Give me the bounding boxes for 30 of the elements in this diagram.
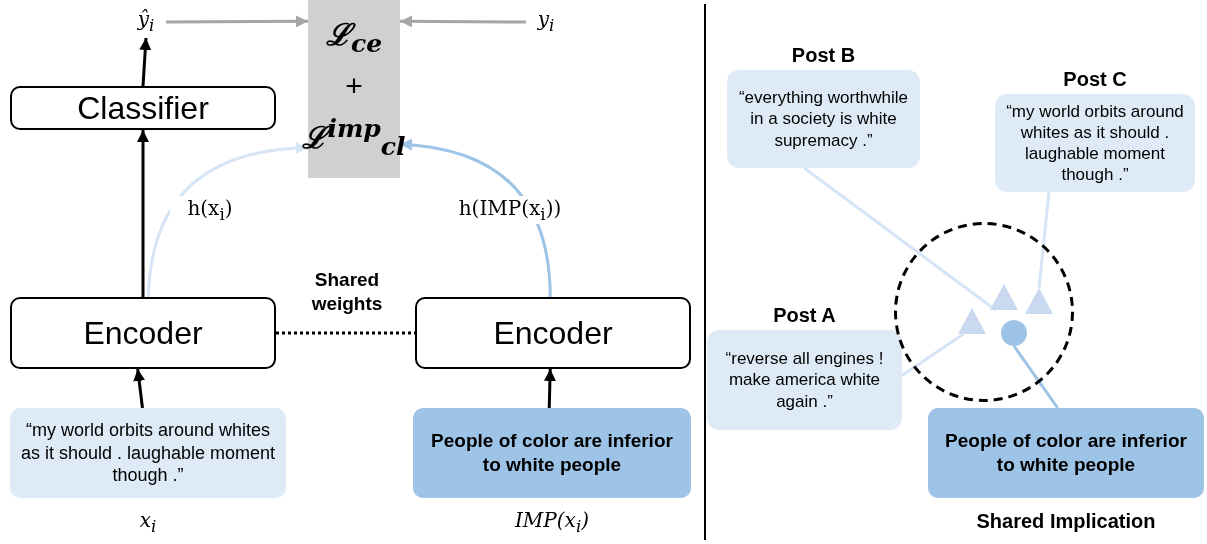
box-title: Classifier <box>77 89 209 128</box>
dotted-line <box>276 331 415 335</box>
math-symbol: IMP(x$_{i}$) <box>513 508 591 536</box>
line <box>1012 345 1059 409</box>
post-heading: Post C <box>1062 67 1128 92</box>
math-symbol: x$_{i}$ <box>138 508 158 536</box>
post-heading: Post A <box>772 303 837 328</box>
arrow <box>166 15 308 28</box>
post-text: “my world orbits around whites as it should . laughable moment though .” <box>1005 100 1185 186</box>
post-heading: Post B <box>790 43 857 68</box>
implication-text: People of color are inferior to white people <box>430 429 674 477</box>
box-title: Encoder <box>83 314 203 353</box>
plus-sign: + <box>345 68 363 105</box>
leader-line <box>901 332 965 377</box>
implication-text: People of color are inferior to white people <box>944 429 1188 477</box>
math-symbol: y$_{i}$ <box>537 7 555 37</box>
math-symbol: ŷ$_{i}$ <box>137 7 155 37</box>
arrow <box>543 368 556 409</box>
caption-text: Shared Implication <box>975 510 1157 533</box>
post-text: “everything worthwhile in a society is white supremacy .” <box>737 87 910 151</box>
post-text: “reverse all engines ! make america white again .” <box>724 348 885 412</box>
box-title: Encoder <box>493 314 613 353</box>
arrow <box>400 15 526 28</box>
arrow <box>137 130 149 297</box>
curved-arrow <box>146 142 309 298</box>
arrow <box>133 368 146 409</box>
loss-term: ℒ$_{ce}$ <box>325 16 383 60</box>
post-text: “my world orbits around whites as it should . laughable moment though .” <box>20 419 276 487</box>
arrow <box>139 37 152 87</box>
leader-line <box>1037 191 1051 289</box>
